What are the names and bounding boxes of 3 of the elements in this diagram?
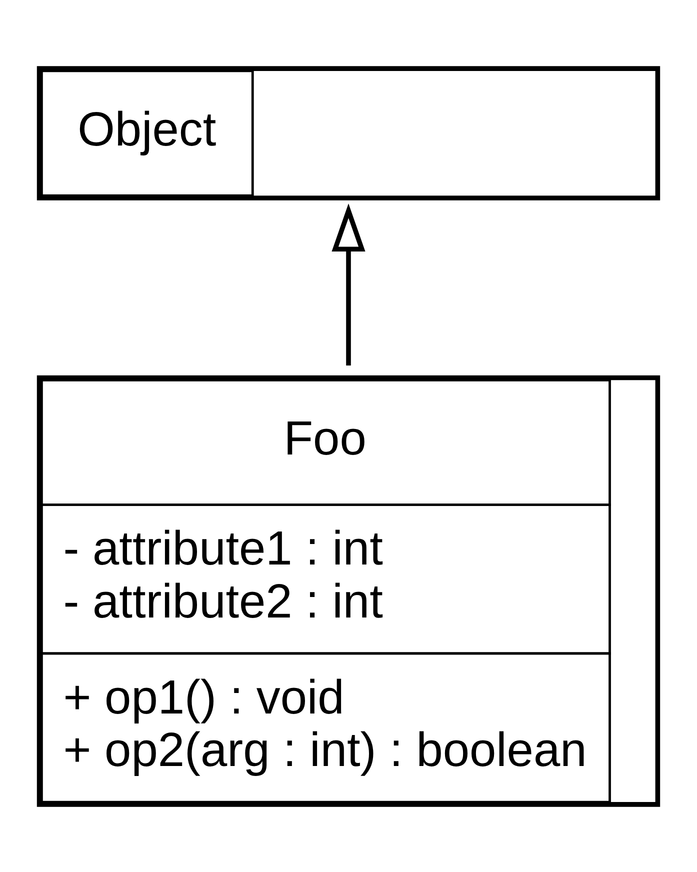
- arrow: [332, 203, 366, 365]
- node-box: Foo - attribute1 : int - attribute2 : int + op1() : void + op2(arg : int) : boolean: [36, 374, 660, 806]
- node-box: Object: [36, 66, 660, 200]
